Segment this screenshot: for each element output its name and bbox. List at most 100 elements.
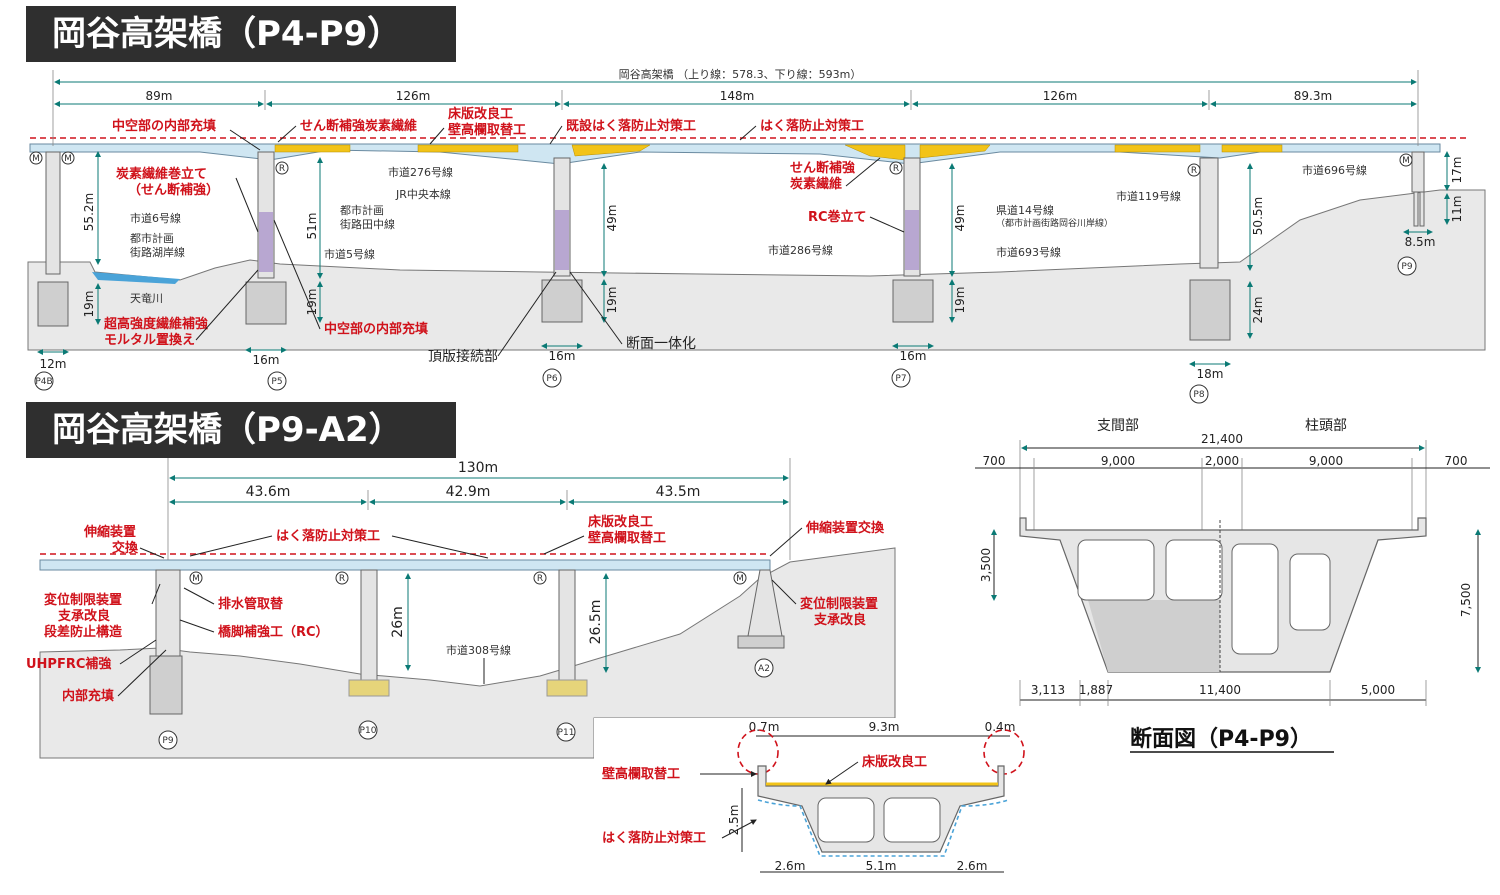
p8-width: 18m <box>1197 367 1224 381</box>
label-uhs-1: 超高強度繊維補強 <box>104 316 208 332</box>
cs-bottom-4: 5,000 <box>1361 683 1395 697</box>
bearing-r-4: R <box>339 574 345 584</box>
label-tenryu: 天竜川 <box>130 291 163 305</box>
p4-width: 12m <box>40 357 67 371</box>
p9-h2: 11m <box>1450 196 1464 223</box>
p7-width: 16m <box>900 349 927 363</box>
p4-p9-elevation: 岡谷高架橋 （上り線：578.3、下り線：593m） 89m 126m 148m… <box>27 67 1486 404</box>
ss-center-top: 9.3m <box>869 720 900 734</box>
found-p6 <box>541 279 583 323</box>
section-title-p9-a2: 岡谷高架橋（P9-A2） <box>26 402 456 458</box>
cs-height-left: 3,500 <box>979 548 993 582</box>
pier-label-p9: P9 <box>1401 262 1412 272</box>
cs-bottom-3: 11,400 <box>1199 683 1241 697</box>
cross-section-title: 断面図（P4-P9） <box>1130 726 1312 752</box>
label-drain: 排水管取替 <box>218 596 284 612</box>
label-road276: 市道276号線 <box>388 165 453 179</box>
label-uhpfrc: UHPFRC補強 <box>26 656 111 672</box>
label-road5: 市道5号線 <box>324 247 375 261</box>
label-disp-1: 変位制限装置 <box>44 592 122 608</box>
label-city-plan-2: 街路湖岸線 <box>130 245 185 259</box>
cell-2 <box>1165 539 1223 601</box>
p9-width: 8.5m <box>1405 235 1436 249</box>
pier-label-p6: P6 <box>546 374 557 384</box>
ss-bottom-2: 5.1m <box>866 859 897 873</box>
p9a2-span-1: 43.6m <box>246 484 291 500</box>
cs-label-span: 支間部 <box>1097 418 1139 434</box>
cs-height-right: 7,500 <box>1459 583 1473 617</box>
label-rc-wrap: RC巻立て <box>808 209 867 225</box>
pier-label-p5: P5 <box>271 377 282 387</box>
p6-height: 49m <box>605 205 619 232</box>
label-hollow-fill-bottom: 中空部の内部充填 <box>324 321 428 337</box>
pier-p11 <box>558 569 576 681</box>
label-disp-a2-2: 支承改良 <box>813 612 866 628</box>
label-jr: JR中央本線 <box>395 187 451 201</box>
label-road119: 市道119号線 <box>1116 189 1181 203</box>
p9a2-total: 130m <box>458 460 498 476</box>
label-shear-cf: せん断補強炭素繊維 <box>300 118 417 134</box>
span-1: 89m <box>146 89 173 103</box>
span-5: 89.3m <box>1294 89 1332 103</box>
ss-bottom-1: 2.6m <box>775 859 806 873</box>
p5-found: 19m <box>305 289 319 316</box>
pier-markers: P4B P5 P6 P7 P8 P9 M M R R R M <box>29 151 1417 404</box>
pier-label-a2: A2 <box>758 664 770 674</box>
label-pier-rc: 橋脚補強工（RC） <box>218 624 329 640</box>
ss-label-slab: 床版改良工 <box>862 754 927 770</box>
p6-found: 19m <box>605 287 619 314</box>
p4-height: 55.2m <box>82 193 96 231</box>
pier-p6-fill <box>555 210 569 270</box>
pier-p9b <box>155 569 181 657</box>
cell-1 <box>1077 539 1155 601</box>
label-road693: 市道693号線 <box>996 245 1061 259</box>
label-road286: 市道286号線 <box>768 243 833 257</box>
label-top-slab: 頂版接続部 <box>428 348 498 365</box>
bearing-m-4: M <box>192 574 200 584</box>
cross-section: 支間部 柱頭部 21,400 700 9,000 2,000 9,000 700… <box>975 418 1490 753</box>
ss-blue-outline <box>757 799 1009 857</box>
label-pref14-1: 県道14号線 <box>996 203 1054 217</box>
p9-a2-elevation: 130m 43.6m 42.9m 43.5m 26m 26.5m 市道308号線… <box>26 458 896 759</box>
ss-left-top: 0.7m <box>749 720 780 734</box>
pier-p9-leg1 <box>1413 191 1419 227</box>
label-exp-2: 伸縮装置交換 <box>805 520 885 536</box>
label-road6: 市道6号線 <box>130 211 181 225</box>
label-disp-a2-1: 変位制限装置 <box>800 596 878 612</box>
cf-strip-6 <box>1114 144 1201 153</box>
cs-bottom-2: 1,887 <box>1079 683 1113 697</box>
label-uhs-2: モルタル置換え <box>104 332 195 348</box>
label-disp-3: 段差防止構造 <box>44 624 123 640</box>
label-cf-wrap-2: （せん断補強） <box>128 182 219 198</box>
label-pref14-2: （都市計画街路岡谷川岸線） <box>996 217 1113 229</box>
cell-3 <box>1231 543 1279 655</box>
pier-p7-fill <box>905 210 919 270</box>
bearing-r-1: R <box>279 164 285 174</box>
ss-cell-1 <box>817 797 875 843</box>
found-p9b <box>149 655 183 715</box>
bearing-m-1: M <box>32 154 40 164</box>
pier-label-p9b: P9 <box>162 736 173 746</box>
label-shear-2-1: せん断補強 <box>790 160 855 176</box>
label-p9a2-fall: はく落防止対策工 <box>276 528 380 544</box>
label-existing-fall-prevention: 既設はく落防止対策工 <box>566 118 696 134</box>
p6-width: 16m <box>549 349 576 363</box>
cf-strip-7 <box>1221 144 1283 153</box>
ss-label-fall: はく落防止対策工 <box>602 830 706 846</box>
ss-height: 2.5m <box>727 805 741 836</box>
found-p4b <box>37 281 69 327</box>
cs-top-2: 9,000 <box>1101 454 1135 468</box>
ss-cell-2 <box>883 797 941 843</box>
found-a2 <box>737 635 785 649</box>
pier-p4b <box>45 151 61 275</box>
pier-label-p7: P7 <box>895 374 906 384</box>
label-parapet-replace: 壁高欄取替工 <box>448 122 526 138</box>
label-cf-wrap-1: 炭素繊維巻立て <box>116 166 207 182</box>
cs-total-width: 21,400 <box>1201 432 1243 446</box>
bearing-m-3: M <box>1402 156 1410 166</box>
deck-p4-p9 <box>29 143 1441 165</box>
p11-height: 26.5m <box>588 600 604 645</box>
pier-label-p10: P10 <box>360 726 377 736</box>
section-title-p4-p9: 岡谷高架橋（P4-P9） <box>26 6 456 62</box>
label-hollow-fill-top: 中空部の内部充填 <box>112 118 216 134</box>
